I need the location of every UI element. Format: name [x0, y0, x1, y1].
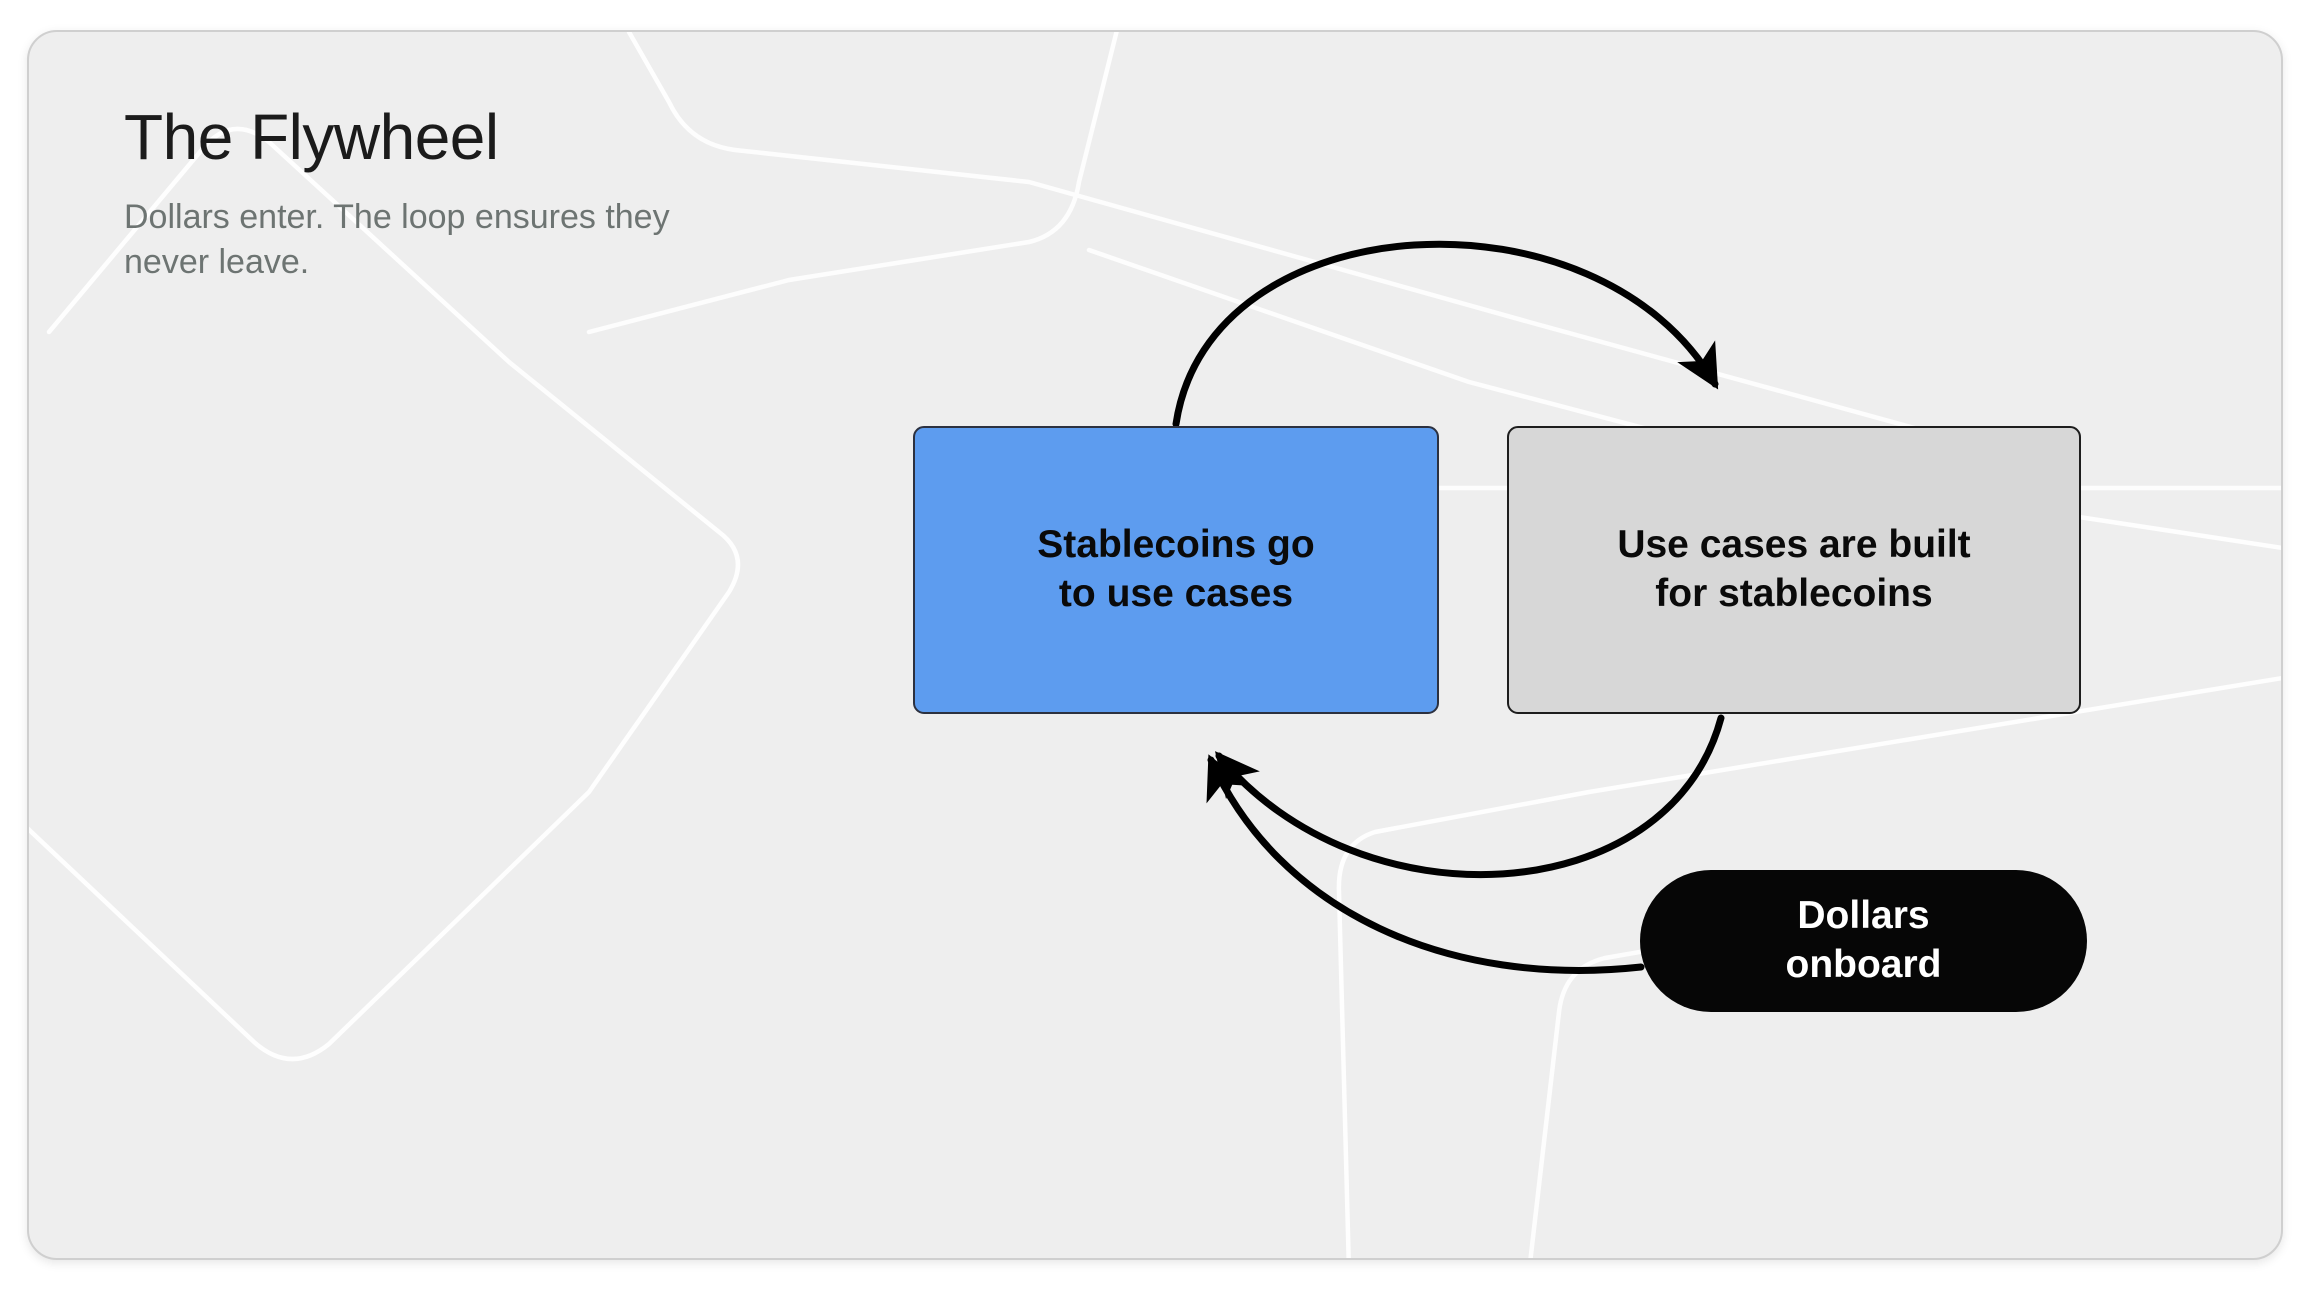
page-subtitle: Dollars enter. The loop ensures they nev…: [124, 198, 670, 282]
flywheel-diagram: Stablecoins go to use cases Use cases ar…: [29, 32, 2281, 1258]
slide-card: The Flywheel Dollars enter. The loop ens…: [27, 30, 2283, 1260]
edge-dollars-to-stablecoins: [1206, 754, 1645, 974]
page-title: The Flywheel: [124, 101, 499, 173]
edge-usecases-to-stablecoins: [1215, 714, 1725, 879]
node-stablecoins-go-label: Stablecoins go to use cases: [1037, 523, 1315, 615]
node-stablecoins-go[interactable]: Stablecoins go to use cases: [913, 426, 1439, 714]
edge-stablecoins-to-usecases: [1172, 240, 1719, 428]
node-dollars-onboard[interactable]: Dollars onboard: [1640, 870, 2087, 1012]
node-use-cases-built[interactable]: Use cases are built for stablecoins: [1507, 426, 2081, 714]
node-use-cases-built-label: Use cases are built for stablecoins: [1617, 523, 1971, 615]
header-block: The Flywheel Dollars enter. The loop ens…: [124, 101, 1024, 285]
node-dollars-onboard-label: Dollars onboard: [1785, 894, 1942, 986]
